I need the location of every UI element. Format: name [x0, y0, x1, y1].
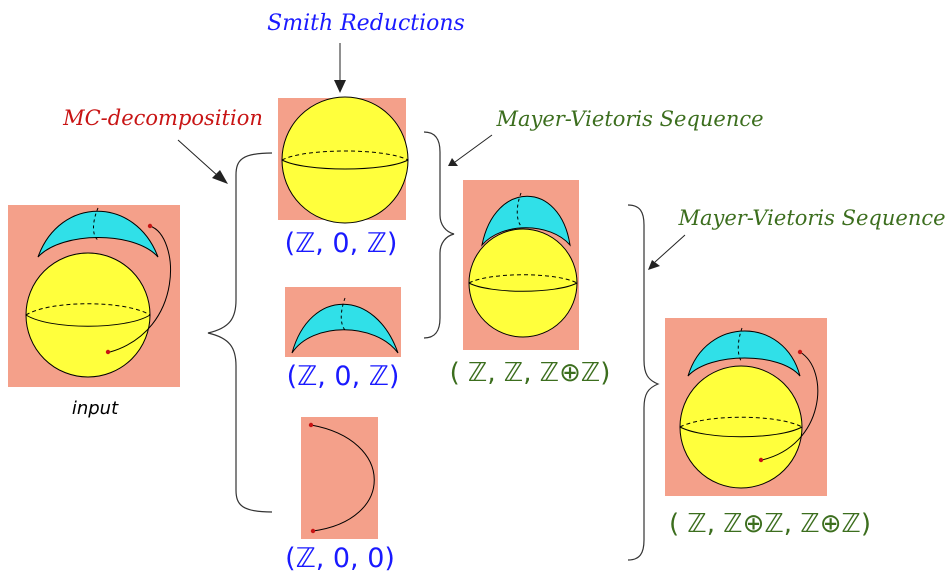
full-homology: ( ℤ, ℤ⊕ℤ, ℤ⊕ℤ): [669, 509, 871, 539]
full-cap-shape: [687, 330, 801, 377]
mv2-label: Mayer-Vietoris Sequence: [677, 206, 945, 230]
merged-cap-shape: [481, 195, 571, 247]
arc-panel: [301, 417, 378, 539]
input-sphere-shape: [25, 252, 151, 378]
arc-homology: (ℤ, 0, 0): [285, 543, 395, 574]
mv1-label: Mayer-Vietoris Sequence: [495, 107, 763, 131]
sphere-panel: [278, 96, 409, 224]
merged-panel: [463, 180, 579, 350]
cap-shape: [291, 303, 399, 354]
cap-panel: [285, 287, 401, 357]
mc-decomposition-label: MC-decomposition: [62, 106, 263, 130]
full-arc-shape: [761, 351, 819, 461]
smith-arrow: [334, 43, 346, 93]
mv2-arrow: [648, 234, 686, 270]
arc-background: [301, 417, 378, 539]
merged-sphere-shape: [468, 228, 578, 338]
input-panel: [8, 205, 180, 387]
full-sphere-shape: [679, 365, 803, 489]
mv2-brace: [627, 204, 660, 561]
arc-shape: [310, 424, 375, 532]
mc-arrow: [177, 139, 228, 184]
input-label: input: [72, 398, 119, 419]
sphere-homology: (ℤ, 0, ℤ): [285, 228, 398, 259]
input-cap-shape: [37, 210, 159, 258]
input-arc-shape: [109, 225, 171, 353]
cap-homology: (ℤ, 0, ℤ): [287, 361, 400, 392]
merged-homology: ( ℤ, ℤ, ℤ⊕ℤ): [450, 358, 611, 388]
mc-brace: [207, 152, 273, 513]
sphere-shape: [281, 96, 409, 224]
mv1-brace: [423, 131, 455, 339]
mv1-arrow: [448, 134, 493, 166]
smith-reductions-label: Smith Reductions: [267, 11, 465, 36]
full-panel: [665, 318, 827, 496]
